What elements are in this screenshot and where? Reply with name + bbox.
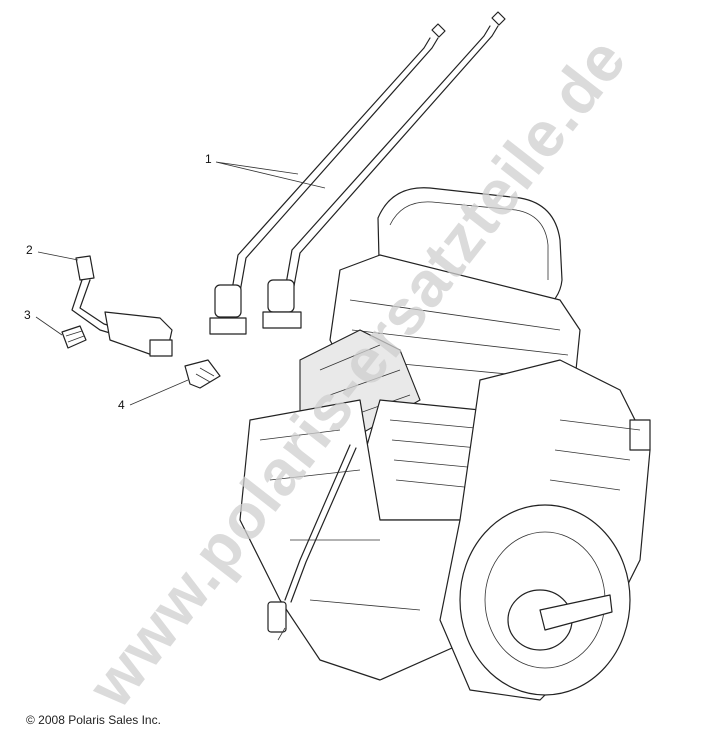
bolt[interactable] bbox=[61, 325, 87, 349]
callout-3: 3 bbox=[24, 308, 31, 322]
callout-4: 4 bbox=[118, 398, 125, 412]
copyright-notice: © 2008 Polaris Sales Inc. bbox=[26, 713, 161, 727]
leader-lines bbox=[35, 161, 326, 406]
spark-plug-wires[interactable] bbox=[209, 11, 506, 335]
callout-2: 2 bbox=[26, 243, 33, 257]
callout-1: 1 bbox=[205, 152, 212, 166]
engine-block bbox=[239, 187, 651, 701]
sensor[interactable] bbox=[184, 359, 221, 389]
fuel-rail-hose[interactable] bbox=[71, 255, 173, 357]
